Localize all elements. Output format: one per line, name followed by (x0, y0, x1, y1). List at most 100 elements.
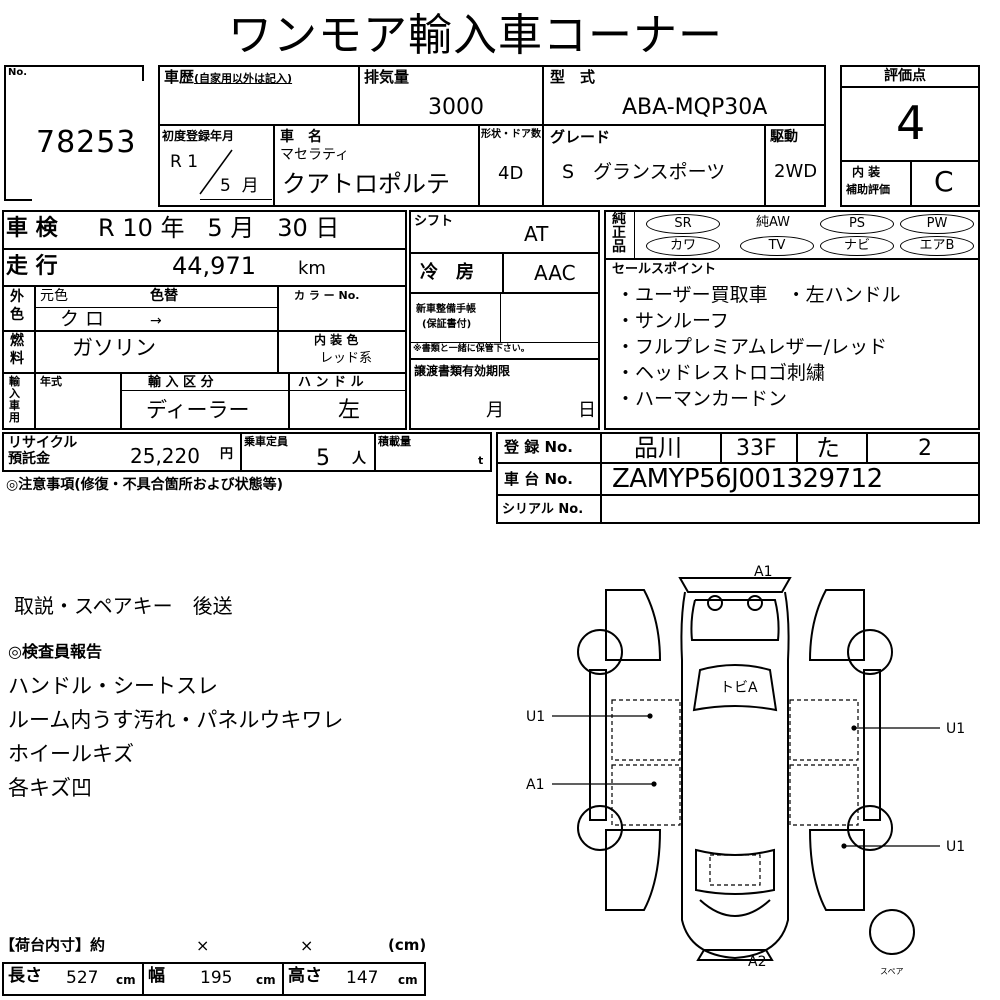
color-no-label: カ ラ ー No. (294, 289, 360, 302)
model-label: 型 式 (550, 68, 596, 86)
equipment-ps: PS (820, 214, 894, 234)
inspection-label: 車 検 (6, 216, 58, 241)
cargo-length-unit: cm (116, 973, 136, 987)
diagram-a2-bottom: A2 (748, 954, 766, 970)
recycle-label-1: リサイクル (8, 435, 78, 451)
fuel-value: ガソリン (72, 336, 156, 360)
import-division-value: ディーラー (146, 398, 250, 422)
capacity-label: 乗車定員 (244, 435, 288, 448)
import-label: 輸入車用 (9, 375, 20, 424)
vehicle-info-table (2, 210, 407, 430)
fuel-label-1: 燃 (10, 333, 24, 349)
shape-label: 形状・ドア数 (481, 129, 541, 140)
recycle-value: 25,220 (130, 444, 200, 468)
registration-area: 品川 (634, 434, 682, 462)
diagram-left-a1: A1 (526, 777, 544, 793)
no-value: 78253 (36, 125, 137, 160)
interior-score-label-1: 内 装 (852, 165, 881, 179)
report-item-1: ハンドル・シートスレ (8, 674, 218, 698)
date-slash (199, 149, 233, 195)
shift-value: AT (524, 222, 549, 246)
equipment-airbag: エアB (900, 236, 974, 256)
shape-value: 4D (498, 163, 524, 184)
grade-label: グレード (550, 128, 611, 146)
genuine-label-1: 純 (612, 211, 626, 227)
chassis-label: 車 台 No. (504, 470, 574, 488)
handle-value: 左 (338, 398, 361, 423)
registration-label: 登 録 No. (504, 438, 574, 456)
page-title: ワンモア輸入車コーナー (228, 10, 723, 61)
service-record-label-2: (保証書付) (422, 319, 472, 330)
fuel-label-2: 料 (10, 351, 24, 367)
cargo-heading: 【荷台内寸】約 (0, 936, 106, 954)
first-reg-month: 5 月 (220, 176, 259, 196)
orig-color-value: ク ロ (60, 308, 105, 330)
import-division-label: 輸 入 区 分 (148, 375, 214, 390)
genuine-label-3: 品 (612, 239, 626, 255)
notes-heading: ◎注意事項(修復・不具合箇所および状態等) (6, 477, 284, 493)
ac-label: 冷 房 (420, 262, 474, 283)
cargo-width: 195 (200, 968, 233, 988)
transfer-month: 月 (486, 400, 504, 421)
recycle-row (2, 432, 492, 472)
load-unit: t (478, 454, 484, 467)
interior-score-label-2: 補助評価 (846, 183, 890, 196)
history-label: 車歴(自家用以外は記入) (164, 68, 293, 86)
diagram-spare: スペア (880, 967, 903, 976)
service-record-label-1: 新車整備手帳 (416, 304, 476, 315)
registration-number: 2 (918, 436, 932, 461)
drive-value: 2WD (774, 161, 818, 182)
equipment-navi: ナビ (820, 236, 894, 256)
shift-table (409, 210, 600, 430)
no-box (4, 65, 150, 203)
diagram-right-u1-top: U1 (946, 721, 965, 737)
cargo-height-unit: cm (398, 973, 418, 987)
color-change-label: 色替 (150, 288, 178, 304)
drive-label: 駆動 (770, 129, 798, 145)
sales-point-2: ・サンルーフ (616, 310, 729, 332)
cargo-x2: × (300, 936, 314, 955)
cargo-height-label: 高さ (288, 966, 322, 986)
sales-point-5: ・ハーマンカードン (616, 388, 788, 410)
cargo-length-label: 長さ (8, 966, 42, 986)
first-reg-era: R 1 (170, 152, 199, 172)
transfer-label: 譲渡書類有効期限 (414, 364, 511, 378)
orig-color-label: 元色 (40, 288, 68, 304)
displacement-value: 3000 (428, 95, 484, 120)
inspection-value: R 10 年 5 月 30 日 (98, 214, 340, 242)
model-value: ABA-MQP30A (622, 95, 768, 120)
report-item-2: ルーム内うす汚れ・パネルウキワレ (8, 708, 344, 732)
interior-color-label: 内 装 色 (314, 333, 359, 347)
grade-value: S グランスポーツ (562, 161, 726, 183)
cargo-unit: (cm) (388, 936, 427, 954)
equipment-aw: 純AW (756, 215, 791, 230)
equipment-pw: PW (900, 214, 974, 234)
cargo-length: 527 (66, 968, 99, 988)
equipment-leather: カワ (646, 236, 720, 256)
remarks: 取説・スペアキー 後送 (14, 594, 233, 618)
serial-label: シリアル No. (502, 502, 584, 517)
displacement-label: 排気量 (364, 68, 410, 86)
color-change-arrow: → (150, 313, 162, 329)
genuine-label-2: 正 (612, 225, 626, 241)
recycle-label-2: 預託金 (8, 451, 50, 467)
interior-color-value: レッド系 (320, 351, 373, 366)
registration-kana: た (816, 434, 840, 462)
sales-points-label: セールスポイント (612, 262, 717, 277)
chassis-value: ZAMYP56J001329712 (612, 464, 883, 494)
sales-point-1: ・ユーザー買取車 ・左ハンドル (616, 284, 901, 306)
handle-label: ハ ン ド ル (298, 375, 364, 390)
mileage-value: 44,971 (172, 252, 256, 280)
header-grid (158, 65, 826, 207)
exterior-label-1: 外 (10, 289, 24, 305)
sales-point-3: ・フルプレミアムレザー/レッド (616, 336, 888, 358)
first-reg-label: 初度登録年月 (162, 129, 235, 143)
score-value: 4 (896, 96, 926, 150)
report-item-3: ホイールキズ (8, 742, 134, 766)
ac-value: AAC (534, 261, 576, 285)
equipment-table (604, 210, 980, 430)
year-label: 年式 (40, 375, 62, 388)
car-maker: マセラティ (280, 147, 350, 163)
registration-table (496, 432, 980, 524)
report-heading: ◎検査員報告 (8, 642, 102, 661)
